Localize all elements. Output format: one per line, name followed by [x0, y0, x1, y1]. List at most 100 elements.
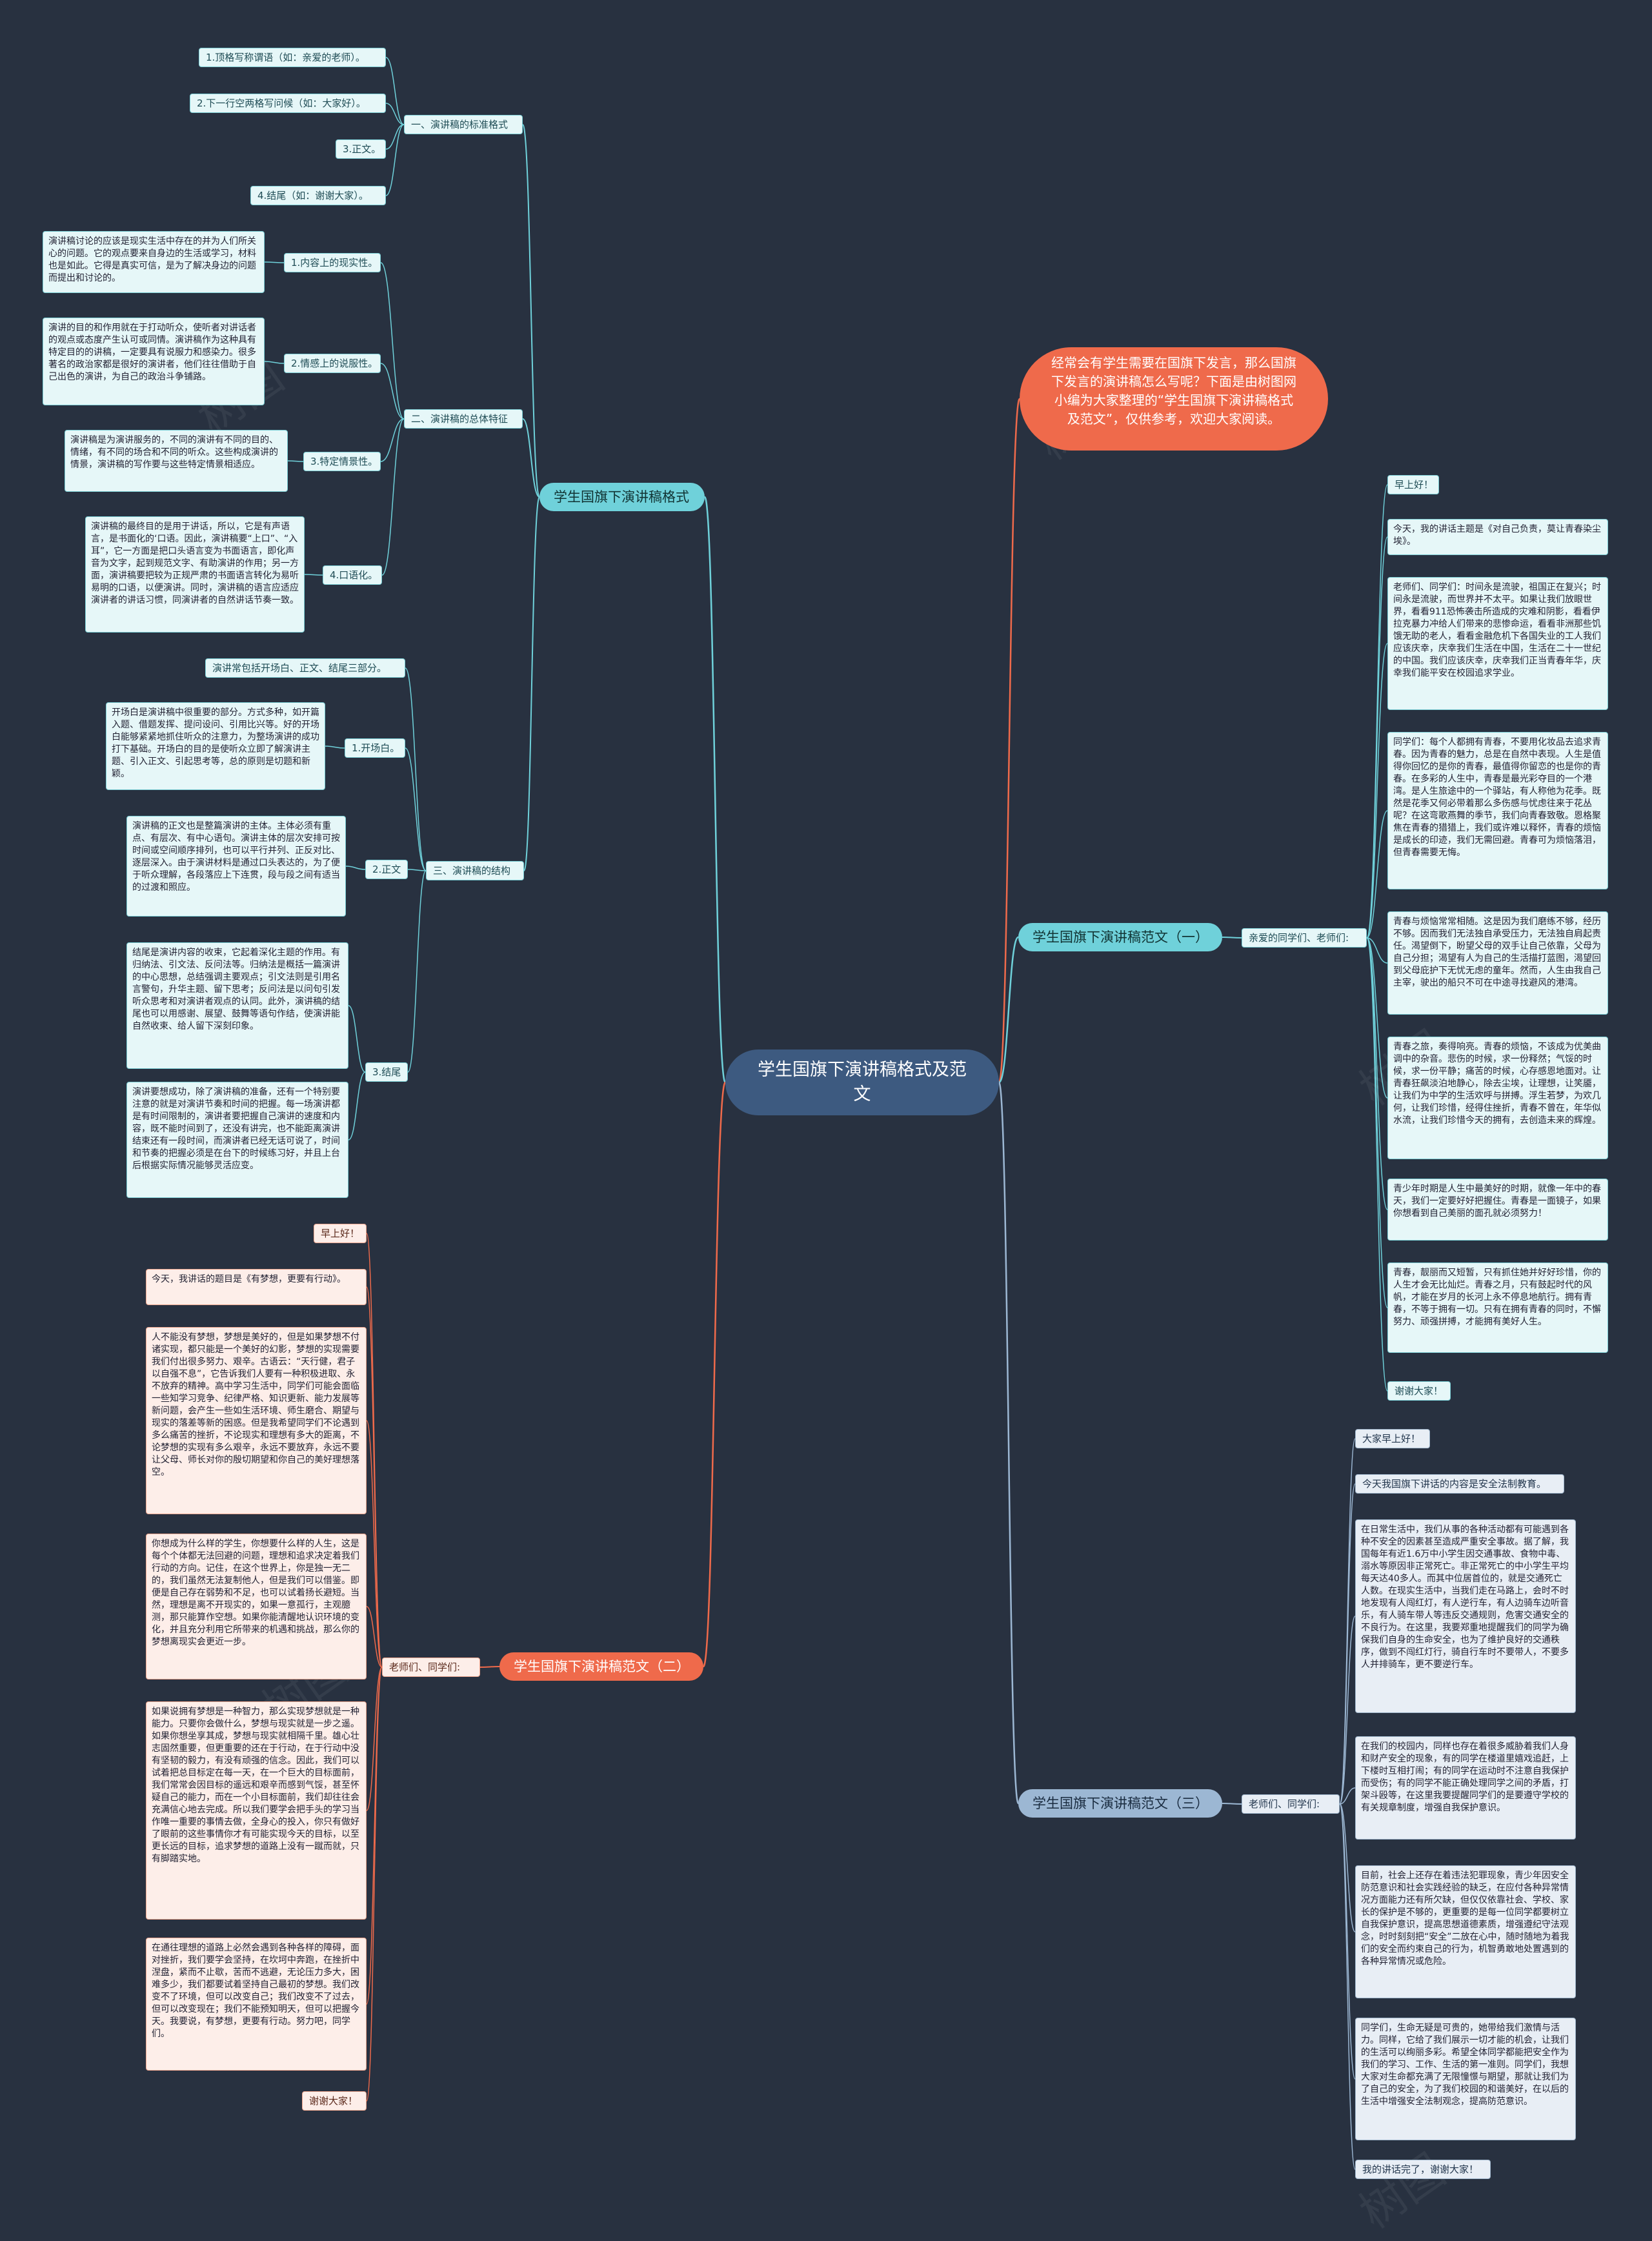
connector-sec3-item-3-label: [407, 870, 427, 1073]
sample3-item-4: 在我们的校园内，同样也存在着很多威胁着我们人身和财产安全的现象，有的同学在楼道里…: [1355, 1736, 1576, 1840]
connector-sec3-item-1-label: [405, 747, 427, 871]
sample2-item-6: 在通往理想的道路上必然会遇到各种各样的障碍，面对挫折，我们要学会坚持，在坎坷中奔…: [146, 1938, 367, 2071]
sec2-title[interactable]: 二、演讲稿的总体特征: [404, 409, 523, 429]
connector-sample1-item-4: [1366, 810, 1388, 938]
connector-sec3-item-3-text-1: [348, 1005, 366, 1073]
connector-sec3-item-3-text-2: [348, 1071, 366, 1141]
sec1-item-1[interactable]: 1.顶格写称谓语（如：亲爱的老师）。: [199, 48, 386, 67]
connector-sample3-item-4: [1339, 1787, 1356, 1805]
connector-sample3-item-7: [1339, 1803, 1356, 2170]
connector-sample2-item-4: [366, 1606, 383, 1668]
sec2-item-1-label[interactable]: 1.内容上的现实性。: [284, 253, 381, 272]
sample1-item-9[interactable]: 谢谢大家！: [1387, 1381, 1451, 1401]
connector-sample2-item-5: [366, 1667, 383, 1811]
sec2-item-2-label[interactable]: 2.情感上的说服性。: [284, 354, 381, 373]
sec3-item-3-text-2: 演讲要想成功，除了演讲稿的准备，还有一个特别要注意的就是对演讲节奏和时间的把握。…: [126, 1082, 348, 1198]
sec3-item-3-text-1: 结尾是演讲内容的收束，它起着深化主题的作用。有归纳法、引文法、反问法等。归纳法是…: [126, 942, 348, 1069]
sec2-item-4-text: 演讲稿的最终目的是用于讲话，所以，它是有声语言，是书面化的‘口语。因此，演讲稿要…: [85, 516, 305, 633]
connector-sec1-item-3: [385, 124, 405, 150]
connector-sec2-item-4-text: [304, 574, 323, 576]
connector-sec1-item-1: [385, 57, 405, 125]
connector-sec3-intro: [405, 667, 427, 871]
sample2-item-2: 今天，我讲话的题目是《有梦想，更要有行动》。: [146, 1269, 367, 1305]
sample1-item-2: 今天，我的讲话主题是《对自己负责，莫让青春染尘埃》。: [1387, 519, 1608, 555]
branch-sample-1[interactable]: 学生国旗下演讲稿范文（一）: [1018, 923, 1222, 951]
sample3-item-6: 同学们，生命无疑是可贵的，她带给我们激情与活力。同样，它给了我们展示一切才能的机…: [1355, 2018, 1576, 2140]
connector-branch-sample-2: [702, 1081, 727, 1668]
connector-sec3-title: [523, 496, 540, 871]
connector-sample1-item-2: [1366, 536, 1388, 938]
connector-sample2-item-6: [366, 1667, 383, 2005]
sec3-item-1-label[interactable]: 1.开场白。: [345, 738, 405, 758]
intro-note[interactable]: 经常会有学生需要在国旗下发言，那么国旗下发言的演讲稿怎么写呢？下面是由树图网小编…: [1020, 347, 1328, 451]
connector-sec2-item-2-text: [264, 361, 285, 364]
sample2-item-4: 你想成为什么样的学生，你想要什么样的人生，这是每个个体都无法回避的问题，理想和追…: [146, 1534, 367, 1679]
connector-branch-sample-3: [998, 1081, 1020, 1805]
sample3-item-7[interactable]: 我的讲话完了，谢谢大家！: [1355, 2160, 1491, 2179]
connector-sample3-item-6: [1339, 1803, 1356, 2080]
connector-sample1-item-6: [1366, 937, 1388, 1099]
sec2-item-4-label[interactable]: 4.口语化。: [323, 565, 382, 585]
connector-sec3-item-2-label: [407, 869, 427, 871]
connector-sec3-item-2-text: [345, 866, 366, 870]
sample1-item-1[interactable]: 早上好！: [1387, 475, 1439, 494]
connector-sec1-title: [522, 124, 540, 498]
connector-sec1-item-2: [385, 103, 405, 125]
sample3-item-3: 在日常生活中，我们从事的各种活动都有可能遇到各种不安全的因素甚至造成严重安全事故…: [1355, 1519, 1576, 1713]
sample3-item-2[interactable]: 今天我国旗下讲话的内容是安全法制教育。: [1355, 1474, 1564, 1494]
sample3-label[interactable]: 老师们、同学们:: [1242, 1794, 1340, 1814]
root-topic[interactable]: 学生国旗下演讲稿格式及范文: [725, 1050, 999, 1115]
connector-sample3-label: [1222, 1803, 1242, 1805]
sample2-label[interactable]: 老师们、同学们:: [382, 1658, 480, 1677]
sample3-item-5: 目前，社会上还存在着违法犯罪现象，青少年因安全防范意识和社会实践经验的缺乏，在应…: [1355, 1865, 1576, 1998]
connector-sample1-item-8: [1366, 937, 1388, 1308]
sec3-item-2-text: 演讲稿的正文也是整篇演讲的主体。主体必须有重点、有层次、有中心语句。演讲主体的层…: [126, 816, 346, 917]
sample1-item-4: 同学们：每个人都拥有青春，不要用化妆品去追求青春。因为青春的魅力，总是在自然中表…: [1387, 732, 1608, 889]
sample1-item-5: 青春与烦恼常常相随。这是因为我们磨练不够，经历不够。因而我们无法独自承受压力，无…: [1387, 911, 1608, 1015]
sec2-item-2-text: 演讲的目的和作用就在于打动听众，使听者对讲话者的观点或态度产生认可或同情。演讲稿…: [43, 318, 265, 405]
connector-sample3-item-2: [1339, 1483, 1356, 1805]
sec2-item-3-label[interactable]: 3.特定情景性。: [303, 452, 381, 471]
connector-sec2-title: [522, 418, 540, 498]
connector-sec2-item-1-text: [264, 261, 285, 263]
sample2-item-3: 人不能没有梦想，梦想是美好的，但是如果梦想不付诸实现，都只能是一个美好的幻影，梦…: [146, 1327, 367, 1514]
connector-branch-sample-1: [998, 936, 1020, 1084]
connector-sample2-item-3: [366, 1420, 383, 1668]
sec3-item-1-text: 开场白是演讲稿中很重要的部分。方式多种，如开篇入题、借题发挥、提问设问、引用比兴…: [106, 702, 325, 790]
connector-sample1-label: [1222, 937, 1242, 938]
connector-sec2-item-4-label: [381, 418, 405, 576]
connector-sample3-item-3: [1339, 1616, 1356, 1805]
sample2-item-5: 如果说拥有梦想是一种智力，那么实现梦想就是一种能力。只要你会做什么，梦想与现实就…: [146, 1701, 367, 1920]
connector-sample2-item-2: [366, 1286, 383, 1668]
sec3-title[interactable]: 三、演讲稿的结构: [426, 861, 524, 880]
sample2-item-1[interactable]: 早上好！: [314, 1224, 367, 1243]
sample1-item-6: 青春之旅，奏得响亮。青春的烦恼，不该成为优美曲调中的杂音。悲伤的时候，求一份释然…: [1387, 1037, 1608, 1159]
sec1-title[interactable]: 一、演讲稿的标准格式: [404, 115, 523, 134]
sec2-item-3-text: 演讲稿是为演讲服务的，不同的演讲有不同的目的、情绪，有不同的场合和不同的听众。这…: [65, 430, 288, 492]
branch-sample-2[interactable]: 学生国旗下演讲稿范文（二）: [499, 1652, 703, 1681]
sec3-item-2-label[interactable]: 2.正文: [365, 860, 408, 879]
connector-sec1-item-4: [385, 124, 405, 196]
branch-format[interactable]: 学生国旗下演讲稿格式: [539, 483, 705, 511]
connector-sample1-item-3: [1366, 643, 1388, 938]
connector-sample1-item-5: [1366, 937, 1388, 964]
connector-intro-note: [998, 398, 1021, 1084]
sample3-item-1[interactable]: 大家早上好！: [1355, 1429, 1430, 1448]
sec3-intro[interactable]: 演讲常包括开场白、正文、结尾三部分。: [205, 658, 405, 678]
connector-sample1-item-9: [1366, 937, 1388, 1392]
sec2-item-1-text: 演讲稿讨论的应该是现实生活中存在的并为人们所关心的问题。它的观点要来自身边的生活…: [43, 231, 265, 293]
connector-sec2-item-3-label: [380, 418, 405, 462]
sample1-item-7: 青少年时期是人生中最美好的时期，就像一年中的春天，我们一定要好好把握住。青春是一…: [1387, 1179, 1608, 1241]
connector-sample2-item-7: [366, 1667, 383, 2102]
sec3-item-3-label[interactable]: 3.结尾: [365, 1062, 408, 1082]
connector-sec3-item-1-text: [325, 745, 345, 749]
connector-sample1-item-7: [1366, 937, 1388, 1210]
sec1-item-2[interactable]: 2.下一行空两格写问候（如：大家好）。: [190, 94, 386, 113]
sample1-item-8: 青春，靓丽而又短暂，只有抓住她并好好珍惜，你的人生才会无比灿烂。青春之月，只有鼓…: [1387, 1262, 1608, 1353]
branch-sample-3[interactable]: 学生国旗下演讲稿范文（三）: [1018, 1789, 1222, 1818]
sec1-item-3[interactable]: 3.正文。: [336, 139, 386, 159]
sample2-item-7[interactable]: 谢谢大家！: [302, 2091, 367, 2111]
sec1-item-4[interactable]: 4.结尾（如：谢谢大家）。: [250, 186, 386, 205]
connector-sec2-item-1-label: [380, 262, 405, 420]
sample1-label[interactable]: 亲爱的同学们、老师们:: [1242, 928, 1367, 948]
